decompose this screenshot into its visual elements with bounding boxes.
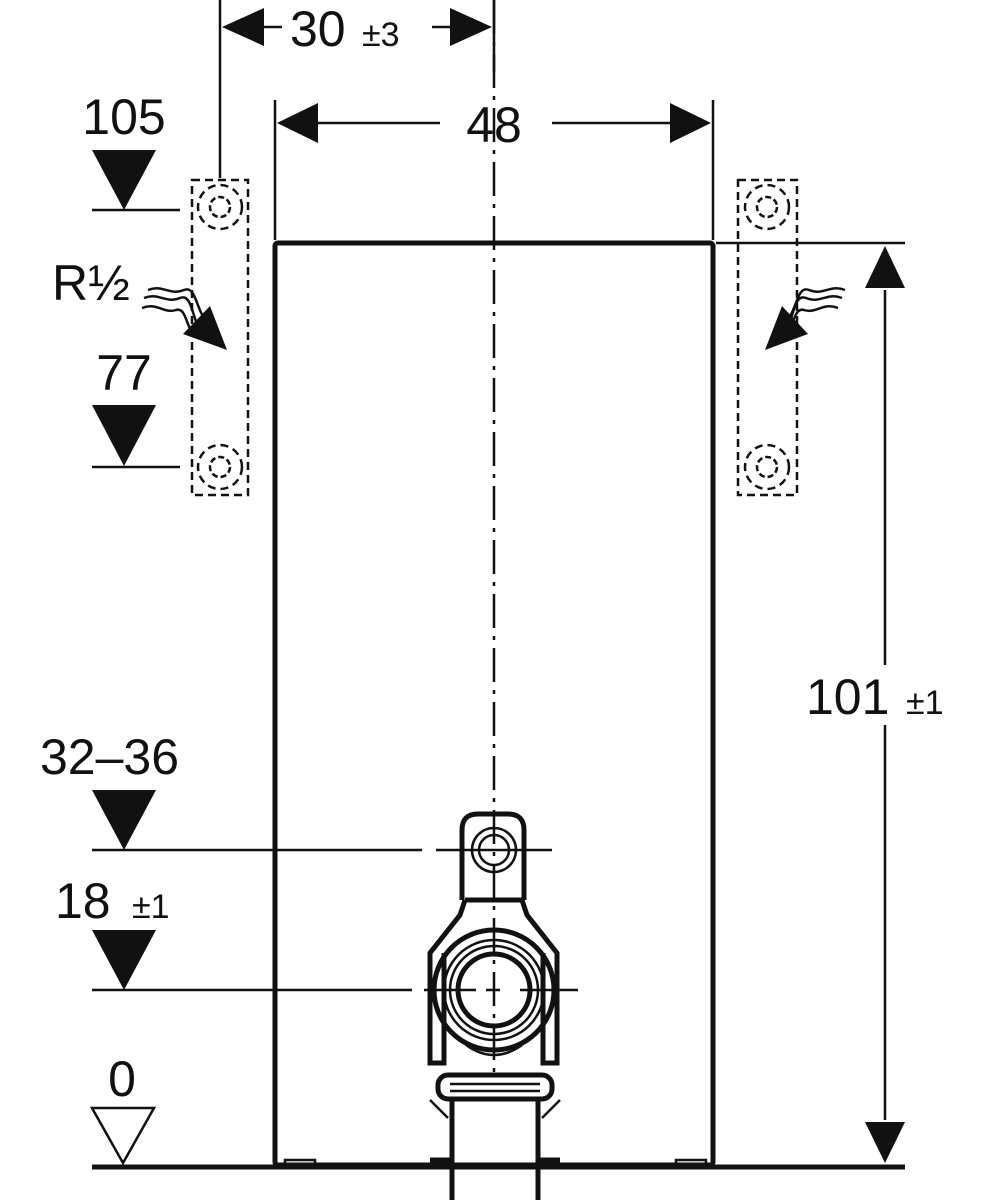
dimension-value: 101 [806,669,889,725]
left-wall-bracket [190,178,250,497]
level-label: 32–36 [40,729,179,785]
level-tolerance: ±1 [132,888,170,926]
dimension-value: 48 [466,97,522,153]
level-label: 0 [108,1051,136,1107]
dimension-30: 30 ±3 [218,0,496,178]
dimension-tolerance: ±3 [362,16,400,54]
dimension-value: 30 [290,1,346,57]
level-marker-0: 0 [89,1051,157,1166]
right-wall-bracket [736,178,799,497]
dimension-48: 48 [273,97,715,240]
level-marker-77: 77 [92,345,180,469]
dimension-tolerance: ±1 [906,684,944,722]
dimension-101: 101 ±1 [716,241,944,1163]
drain-fitting [427,811,561,1200]
level-label: 77 [96,345,152,401]
level-marker-32-36: 32–36 [40,729,552,852]
level-label: 105 [82,89,165,145]
level-marker-105: 105 [82,89,180,212]
water-inlet-arrow-left [141,287,227,350]
level-label: 18 [55,873,111,929]
connection-label: R½ [52,255,130,311]
level-marker-18: 18 ±1 [55,873,578,992]
water-inlet-arrow-right [765,287,846,350]
